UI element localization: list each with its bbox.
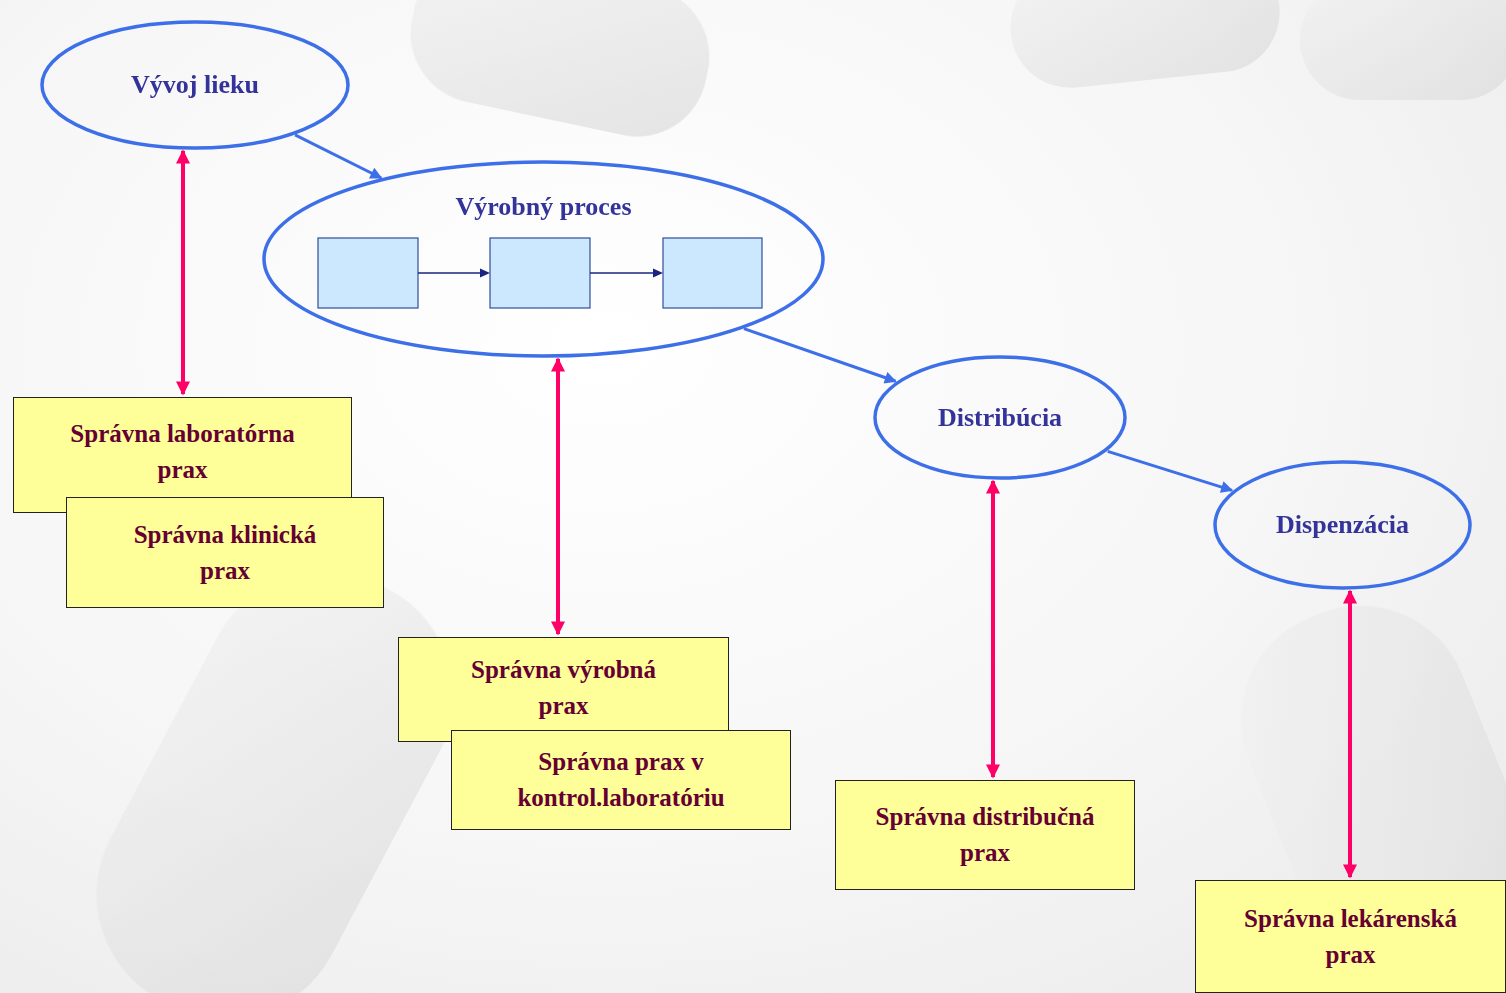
- ellipse-outline: [262, 160, 825, 358]
- stage-ellipse: Výrobný proces: [262, 160, 825, 358]
- practice-box: Správna prax v kontrol.laboratóriu: [451, 730, 791, 830]
- practice-link: [991, 481, 995, 777]
- process-steps: [318, 238, 762, 308]
- text-group: Výrobný proces: [456, 190, 632, 224]
- pill: [1004, 0, 1285, 94]
- stage-ellipse: Distribúcia: [873, 355, 1127, 480]
- step-arrow: [590, 272, 655, 274]
- step-arrow: [418, 272, 482, 274]
- stage-ellipse: Vývoj lieku: [40, 20, 350, 150]
- node-label: Dispenzácia: [1276, 508, 1409, 542]
- practice-link: [556, 359, 560, 634]
- flow-arrow: [744, 329, 896, 382]
- stage-ellipse: Dispenzácia: [1213, 460, 1472, 590]
- node-label: Správna výrobná prax: [456, 652, 671, 724]
- practice-box: Správna výrobná prax: [398, 637, 729, 742]
- text-group: Dispenzácia: [1276, 508, 1409, 542]
- practice-link: [1348, 591, 1352, 877]
- text-group: Správna lekárenská prax: [1226, 901, 1476, 973]
- node-label: Vývoj lieku: [131, 68, 259, 102]
- process-step-box: [490, 238, 590, 308]
- node-label: Správna prax v kontrol.laboratóriu: [471, 744, 771, 816]
- ellipse-border: [264, 162, 823, 356]
- text-group: Správna distribučná prax: [853, 799, 1118, 871]
- flow-arrow: [295, 135, 381, 178]
- node-label: Výrobný proces: [456, 190, 632, 224]
- step-arrow-head: [480, 269, 490, 278]
- process-step-box: [663, 238, 762, 308]
- text-group: Správna laboratórna prax: [48, 416, 318, 488]
- node-label: Správna distribučná prax: [853, 799, 1118, 871]
- node-label: Správna laboratórna prax: [48, 416, 318, 488]
- pill-pictures: [54, 0, 1506, 993]
- practice-box: Správna laboratórna prax: [13, 397, 352, 513]
- process-step-box: [318, 238, 418, 308]
- practice-box: Správna klinická prax: [66, 497, 384, 608]
- practice-box: Správna lekárenská prax: [1195, 880, 1506, 993]
- ellipse-border: [875, 357, 1125, 478]
- practice-box: Správna distribučná prax: [835, 780, 1135, 890]
- flow-arrow: [1108, 451, 1232, 490]
- text-group: Správna výrobná prax: [456, 652, 671, 724]
- node-label: Správna klinická prax: [110, 517, 340, 589]
- text-group: Správna prax v kontrol.laboratóriu: [471, 744, 771, 816]
- node-label: Distribúcia: [938, 401, 1062, 435]
- step-arrow-head: [653, 269, 663, 278]
- text-group: Vývoj lieku: [131, 68, 259, 102]
- text-group: Správna klinická prax: [110, 517, 340, 589]
- text-group: Distribúcia: [938, 401, 1062, 435]
- pill: [1300, 0, 1506, 100]
- ellipse-border: [42, 22, 348, 148]
- ellipse-border: [1215, 462, 1470, 588]
- node-label: Správna lekárenská prax: [1226, 901, 1476, 973]
- practice-link: [181, 151, 185, 394]
- pill: [398, 0, 723, 150]
